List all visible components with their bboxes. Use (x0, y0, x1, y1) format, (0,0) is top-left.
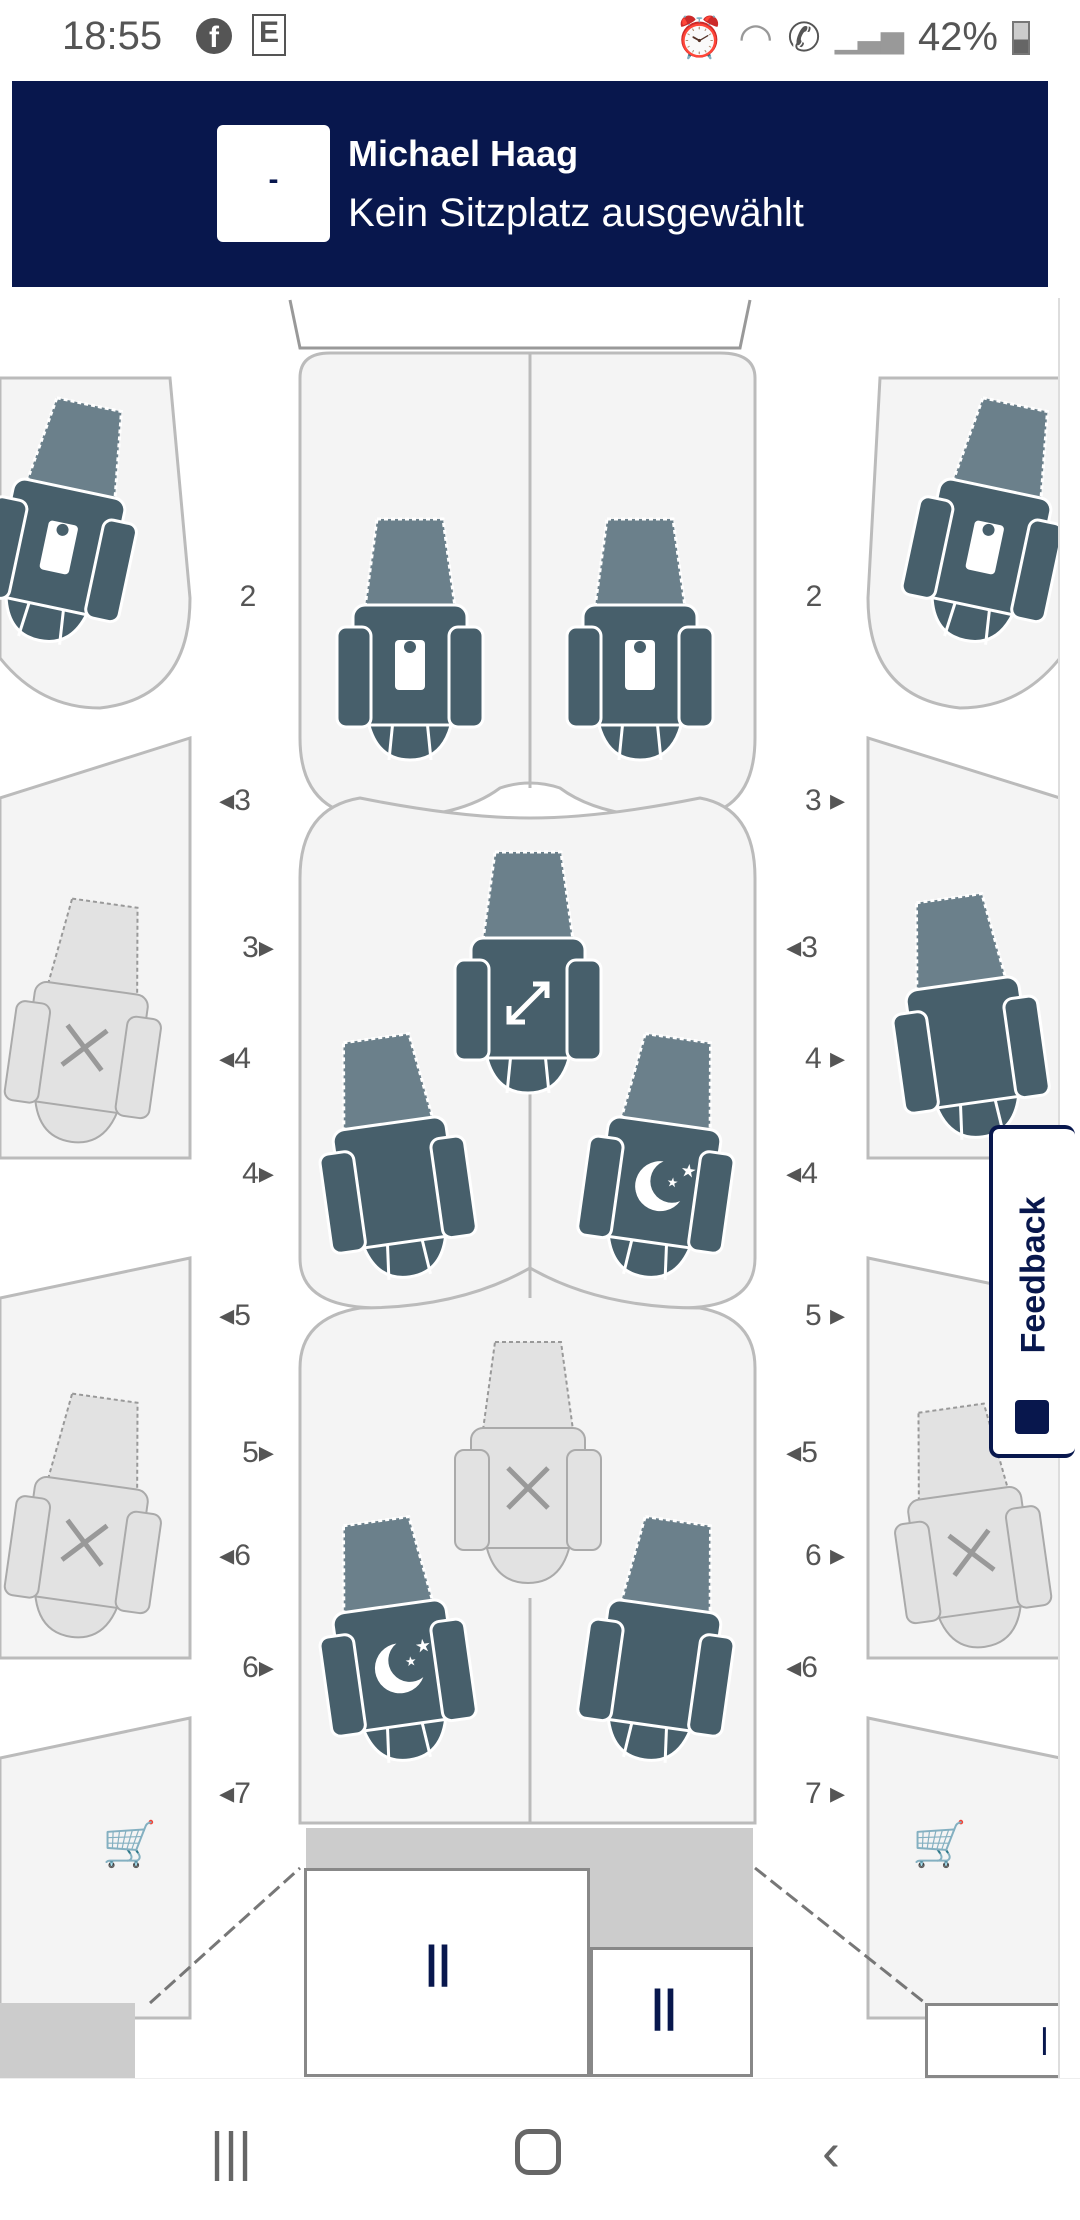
row-label-6: 6▸ (242, 1651, 274, 1684)
row-number: 6 (242, 1651, 259, 1684)
battery-percent: 42% (917, 15, 998, 59)
row-number: 5 (242, 1436, 259, 1469)
row-number: 5 (234, 1299, 251, 1332)
row-number: 7 (804, 1777, 822, 1810)
row-label-4: ◂4 (786, 1157, 818, 1190)
row-number: 5 (801, 1436, 818, 1469)
privacy-hanger-icon (625, 640, 655, 690)
row-label-4: ◂4 (219, 1042, 251, 1075)
row-label-4: 4▸ (242, 1157, 274, 1190)
row-label: 2 (239, 580, 257, 613)
row-number: 4 (234, 1042, 251, 1075)
facebook-icon: f (196, 18, 232, 54)
baby-stroller-icon: 🛒 (912, 1820, 967, 1869)
feedback-tab[interactable]: Feedback (989, 1125, 1075, 1458)
back-button[interactable]: ‹ (822, 2122, 840, 2182)
row-label-5: ◂5 (786, 1436, 818, 1469)
row-label-3: ◂3 (219, 784, 251, 817)
row-label-4: 4 ▸ (804, 1042, 846, 1075)
row-number: 6 (801, 1651, 818, 1684)
row-label-5: 5▸ (242, 1436, 274, 1469)
row-label-7: 7 ▸ (804, 1777, 846, 1810)
cabin-layout (0, 299, 1058, 2078)
navigation-bar: ||| ‹ (0, 2078, 1080, 2220)
row-number: 4 (801, 1157, 818, 1190)
baby-stroller-icon: 🛒 (102, 1820, 157, 1869)
row-label-3: 3▸ (242, 931, 274, 964)
seat-2-center-left[interactable] (335, 515, 485, 765)
row-number: 3 (801, 931, 818, 964)
seat-3-center-extra-legroom[interactable] (453, 848, 603, 1098)
row-number: 3 (242, 931, 259, 964)
row-number: 3 (234, 784, 251, 817)
row-label-6: ◂6 (786, 1651, 818, 1684)
row-number: 6 (234, 1539, 251, 1572)
galley: ꟾꟾ (304, 1868, 590, 2077)
galley: ꟾ (925, 2003, 1058, 2078)
seat-5-center-unavailable (453, 1338, 603, 1588)
row-label: 2 (805, 580, 823, 613)
home-button[interactable] (515, 2129, 561, 2175)
wifi-icon: ◠ (738, 15, 774, 60)
clock: 18:55 (62, 14, 163, 58)
seat-status: Kein Sitzplatz ausgewählt (348, 191, 804, 235)
galley: ꟾꟾ (590, 1947, 753, 2077)
row-number: 7 (234, 1777, 251, 1810)
cutlery-icon: ꟾꟾ (651, 1991, 677, 2040)
signal-icon: ▁▃▅ (834, 21, 904, 54)
status-bar: 18:55 f E ⏰ ◠ ✆ ▁▃▅ 42% (0, 0, 1080, 76)
row-number: 4 (804, 1042, 822, 1075)
cutlery-icon: ꟾꟾ (425, 1947, 451, 1996)
privacy-hanger-icon (395, 640, 425, 690)
feedback-label: Feedback (1014, 1196, 1053, 1354)
selected-seat-box: - (217, 125, 330, 242)
battery-icon (1012, 20, 1030, 55)
row-label-5: ◂5 (219, 1299, 251, 1332)
cutlery-icon: ꟾ (1040, 2029, 1049, 2062)
feedback-icon (1015, 1400, 1049, 1434)
row-label-3: ◂3 (786, 931, 818, 964)
row-label-7: ◂7 (219, 1777, 251, 1810)
row-number: 6 (804, 1539, 822, 1572)
passenger-name: Michael Haag (348, 133, 579, 174)
passenger-header[interactable]: - Michael Haag Kein Sitzplatz ausgewählt (12, 81, 1048, 287)
recent-apps-button[interactable]: ||| (210, 2122, 253, 2182)
alarm-icon: ⏰ (674, 16, 725, 60)
seat-map[interactable]: 2 2 ◂3 3 ▸ 3▸ ◂3 ◂4 4 ▸ 4▸ ◂4 ◂5 5 ▸ 5▸ … (0, 298, 1060, 2078)
row-label-3: 3 ▸ (804, 784, 846, 817)
edeka-icon: E (252, 14, 286, 56)
seat-2-center-right[interactable] (565, 515, 715, 765)
wifi-call-icon: ✆ (787, 15, 821, 60)
row-label-5: 5 ▸ (804, 1299, 846, 1332)
row-number: 4 (242, 1157, 259, 1190)
row-label-6: ◂6 (219, 1539, 251, 1572)
row-label-6: 6 ▸ (804, 1539, 846, 1572)
row-number: 5 (804, 1299, 822, 1332)
row-number: 3 (804, 784, 822, 817)
